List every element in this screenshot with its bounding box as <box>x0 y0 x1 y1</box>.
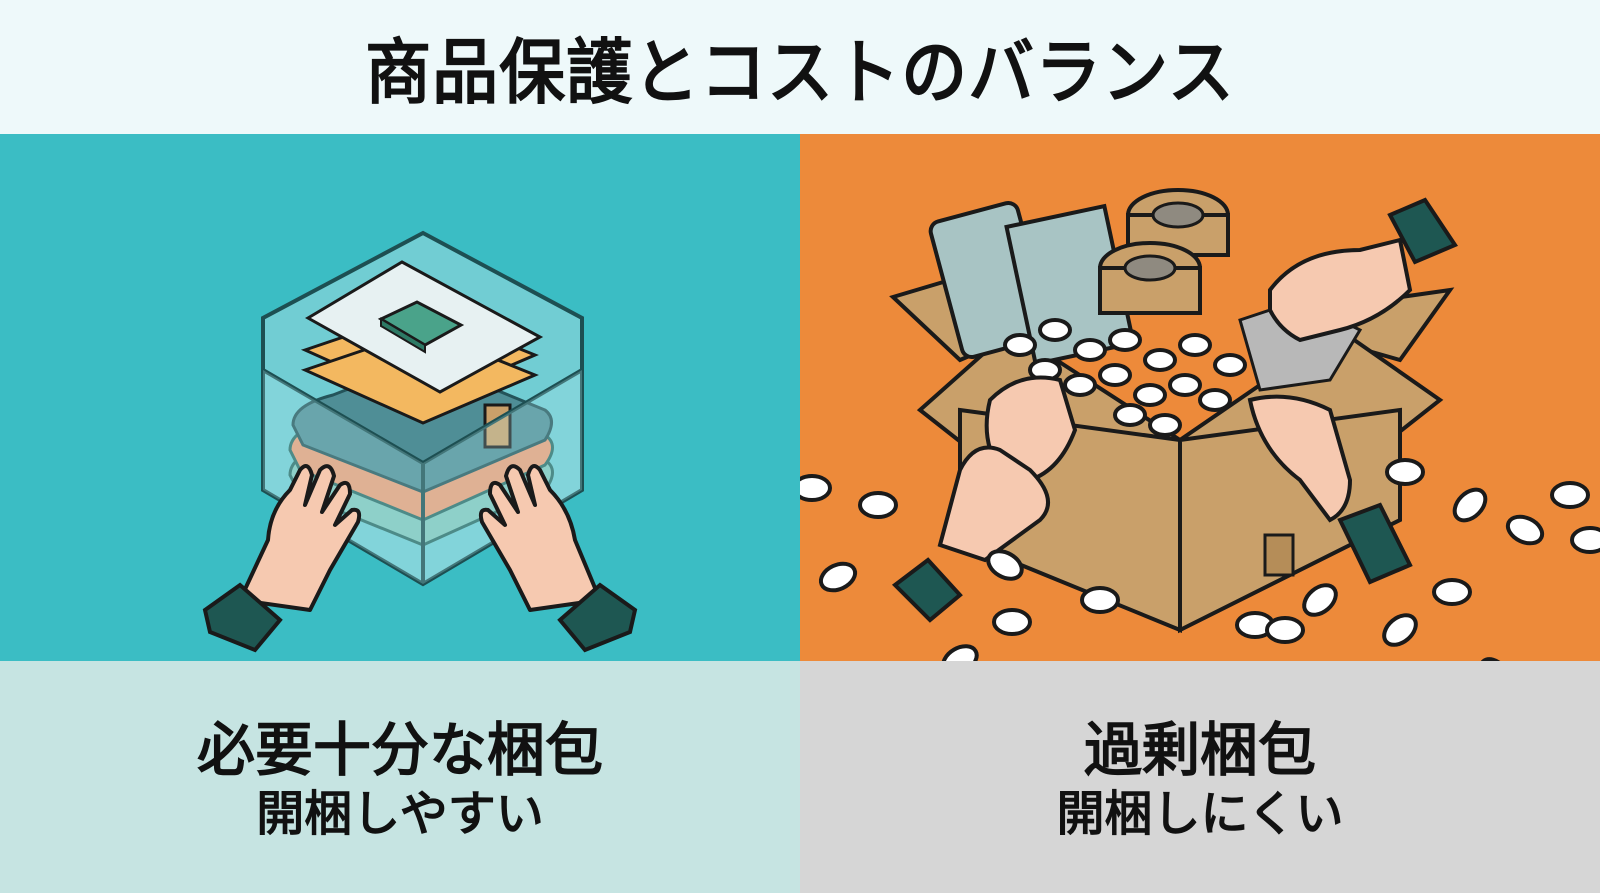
left-hand-icon <box>202 464 362 653</box>
hand-lower-left-icon <box>891 445 1050 623</box>
header: 商品保護とコストのバランス <box>0 0 1600 134</box>
right-panel <box>800 134 1600 661</box>
right-hand-icon <box>478 464 638 653</box>
left-caption-title: 必要十分な梱包 <box>196 715 603 784</box>
tape-rolls <box>1098 188 1230 315</box>
hand-upper-right-icon <box>1268 197 1459 343</box>
left-caption-subtitle: 開梱しやすい <box>256 785 544 842</box>
page-title: 商品保護とコストのバランス <box>365 31 1235 115</box>
scattered-packing-peanuts <box>800 458 1600 661</box>
right-caption: 過剰梱包 開梱しにくい <box>800 661 1600 893</box>
hand-lower-right-icon <box>1247 394 1413 585</box>
right-caption-title: 過剰梱包 <box>1083 715 1316 784</box>
overpacked-box-illustration <box>800 188 1600 661</box>
packing-peanuts-in-box <box>1003 318 1247 437</box>
clear-box-illustration <box>202 230 638 653</box>
right-caption-subtitle: 開梱しにくい <box>1056 785 1344 842</box>
left-caption: 必要十分な梱包 開梱しやすい <box>0 661 800 893</box>
left-panel <box>0 134 800 661</box>
